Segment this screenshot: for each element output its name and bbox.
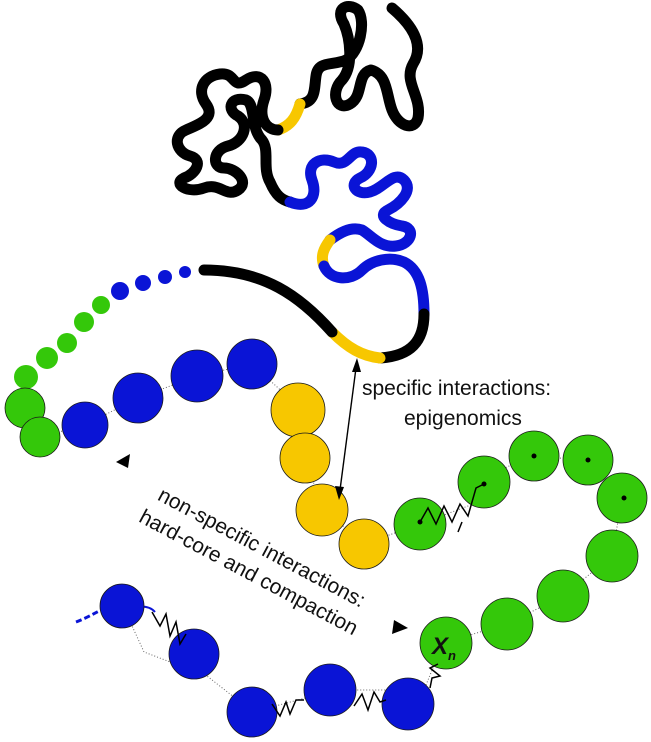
bead-green	[536, 569, 590, 623]
bead-transition	[135, 275, 151, 291]
spring-lower	[151, 611, 187, 647]
spring-lower	[428, 663, 442, 689]
nonspecific-arrow-head-right	[392, 620, 408, 634]
bead-green	[480, 597, 534, 651]
nonspecific-arrow-head-left	[116, 454, 130, 468]
bead-yellow	[338, 518, 390, 570]
bead-transition	[158, 270, 172, 284]
bead-transition	[36, 347, 58, 369]
arrow-shaft	[339, 367, 357, 491]
lower-springs	[151, 611, 442, 718]
spring-upper	[419, 483, 485, 526]
bead-green-xn	[419, 616, 473, 670]
upper-bead-chain	[4, 338, 648, 670]
bead-dot	[585, 457, 591, 463]
bead-blue	[61, 401, 109, 449]
bead-transition	[92, 296, 110, 314]
bead-blue	[112, 372, 164, 424]
bead-dot	[531, 453, 537, 459]
bead-transition	[111, 282, 129, 300]
fiber-segment-black-left	[171, 68, 296, 208]
bead-blue	[226, 338, 278, 390]
specific-label-line1: specific interactions:	[362, 377, 551, 400]
specific-interaction-arrow	[335, 358, 361, 500]
spring-tick	[457, 521, 463, 533]
bead-blue	[168, 628, 220, 680]
fiber-segment-black-lower	[374, 308, 430, 364]
transition-beads	[14, 266, 191, 389]
spring-lower	[271, 699, 304, 718]
specific-label-line2: epigenomics	[404, 407, 522, 430]
monomer-label: Xn	[430, 633, 456, 663]
bead-yellow	[270, 382, 326, 438]
bead-blue	[303, 663, 357, 717]
fiber-segment-blue-lower	[318, 253, 430, 320]
bead-green	[19, 416, 61, 458]
bead-blue	[226, 686, 278, 738]
arrow-head-up	[352, 358, 361, 372]
bead-yellow	[295, 483, 349, 537]
bead-green	[585, 529, 639, 583]
bead-transition	[14, 365, 38, 389]
bead-blue	[99, 583, 145, 629]
bead-transition	[179, 266, 191, 278]
spring-lower	[353, 690, 387, 713]
fiber-segment-blue-middle	[284, 146, 416, 252]
bead-dot	[621, 495, 627, 501]
bead-transition	[57, 333, 77, 353]
bead-yellow	[279, 432, 331, 484]
arrow-head-down	[335, 486, 344, 500]
fiber-segment-yellow-bottom	[326, 326, 386, 364]
bead-transition	[74, 312, 94, 332]
bead-blue	[170, 349, 224, 403]
bead-blue	[381, 677, 435, 731]
fiber-segment-black-top	[294, 1, 425, 132]
chromatin-fiber	[171, 1, 430, 364]
lower-bead-chain	[99, 583, 435, 738]
fiber-segment-black-arc	[198, 264, 338, 338]
